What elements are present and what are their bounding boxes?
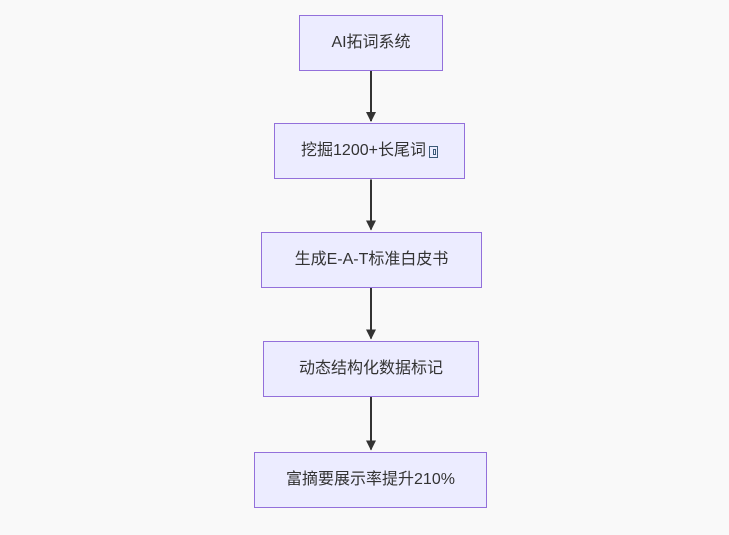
- flow-node-2: 挖掘1200+长尾词: [274, 123, 465, 179]
- flow-node-5-label: 富摘要展示率提升210%: [286, 471, 455, 488]
- flow-node-4-label: 动态结构化数据标记: [298, 360, 443, 377]
- flow-node-1: AI拓词系统: [299, 15, 443, 71]
- missing-glyph-icon: [428, 146, 438, 158]
- flow-node-3: 生成E-A-T标准白皮书: [261, 232, 482, 288]
- flow-node-5: 富摘要展示率提升210%: [254, 452, 487, 508]
- flow-node-4: 动态结构化数据标记: [263, 341, 479, 397]
- flow-node-2-label: 挖掘1200+长尾词: [301, 142, 426, 159]
- flow-node-3-label: 生成E-A-T标准白皮书: [294, 251, 449, 268]
- flow-node-1-label: AI拓词系统: [331, 34, 411, 51]
